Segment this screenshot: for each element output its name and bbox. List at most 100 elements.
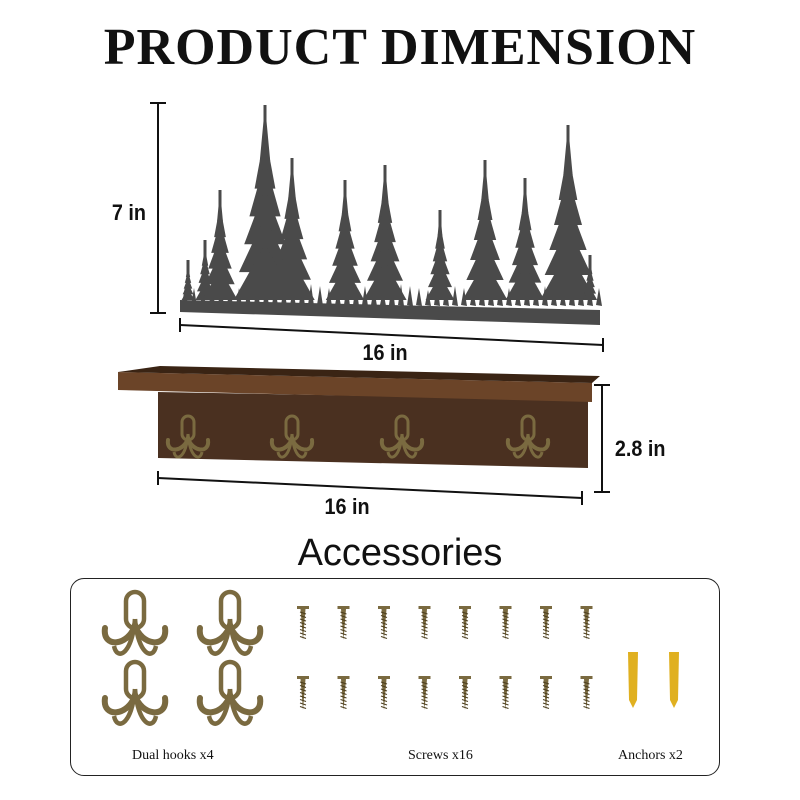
grass <box>389 282 395 306</box>
dual-hook-icon <box>101 589 169 656</box>
screw-icon <box>580 676 593 710</box>
screw-icon <box>540 606 552 640</box>
grass <box>578 284 584 306</box>
grass <box>236 288 242 306</box>
screw-icon <box>540 676 552 710</box>
grass <box>200 290 206 306</box>
grass <box>263 284 269 306</box>
screw-icon <box>378 676 390 710</box>
tree-silhouette <box>462 160 508 300</box>
grass <box>479 282 485 306</box>
tree-silhouette <box>325 180 365 300</box>
grass <box>596 288 602 306</box>
screw-icon <box>297 676 309 710</box>
grass <box>380 290 386 306</box>
grass <box>443 284 449 306</box>
screw-icon <box>378 606 390 640</box>
screws-caption: Screws x16 <box>408 748 473 763</box>
grass <box>533 284 539 306</box>
shelf-height-dimension-line <box>594 384 610 493</box>
grass <box>371 288 377 306</box>
grass <box>488 284 494 306</box>
grass <box>326 288 332 306</box>
screw-icon <box>580 606 593 640</box>
grass <box>353 284 359 306</box>
grass <box>407 286 413 306</box>
screw-icon <box>499 606 512 640</box>
grass <box>524 282 530 306</box>
grass <box>299 282 305 306</box>
metal-height-dimension-line <box>150 102 166 314</box>
shelf-hook-icon <box>379 414 425 459</box>
accessories-box <box>70 578 720 776</box>
grass <box>452 286 458 306</box>
grass <box>470 290 476 306</box>
shelf-hook-icon <box>505 414 551 459</box>
tree-silhouette <box>202 190 238 300</box>
screw-icon <box>418 606 431 640</box>
grass <box>398 284 404 306</box>
grass <box>209 282 215 306</box>
accessory-dual-hooks <box>101 589 264 726</box>
screw-icon <box>297 606 309 640</box>
dual-hook-icon <box>196 589 264 656</box>
tree-silhouette <box>540 125 596 300</box>
wall-anchor-icon <box>669 652 679 708</box>
shelf-width-dimension-line <box>157 471 583 505</box>
screw-icon <box>418 676 431 710</box>
forest-metal-art <box>180 105 602 325</box>
metal-base <box>180 300 600 325</box>
anchors-caption: Anchors x2 <box>618 748 683 763</box>
grass <box>362 286 368 306</box>
page-title: PRODUCT DIMENSION <box>103 19 697 76</box>
shelf-height-label: 2.8 in <box>614 436 666 461</box>
grass <box>551 288 557 306</box>
wall-anchor-icon <box>628 652 638 708</box>
grass <box>281 288 287 306</box>
grass <box>344 282 350 306</box>
dual-hook-icon <box>196 659 264 726</box>
shelf-width-label: 16 in <box>324 494 370 519</box>
grass <box>425 290 431 306</box>
grass <box>317 286 323 306</box>
grass <box>542 286 548 306</box>
grass <box>245 290 251 306</box>
tree-silhouette <box>363 165 407 300</box>
grass <box>461 288 467 306</box>
shelf-hook-icon <box>165 414 211 459</box>
screw-icon <box>337 676 350 710</box>
accessory-screws <box>297 606 593 710</box>
grass <box>497 286 503 306</box>
grass <box>182 286 188 306</box>
shelf-hook-icon <box>269 414 315 459</box>
metal-width-dimension-line <box>179 318 604 352</box>
grass <box>218 284 224 306</box>
grass <box>515 290 521 306</box>
grass <box>272 286 278 306</box>
accessory-anchors <box>628 652 679 708</box>
tree-silhouette <box>269 158 315 300</box>
grass <box>560 290 566 306</box>
grass <box>434 282 440 306</box>
tree-silhouette <box>425 210 455 300</box>
screw-icon <box>459 606 471 640</box>
grass <box>569 282 575 306</box>
screw-icon <box>499 676 512 710</box>
grass <box>587 286 593 306</box>
dual-hooks-caption: Dual hooks x4 <box>132 748 214 763</box>
screw-icon <box>459 676 471 710</box>
dual-hook-icon <box>101 659 169 726</box>
tree-silhouette <box>505 178 545 300</box>
grass <box>290 290 296 306</box>
grass <box>335 290 341 306</box>
grass <box>506 288 512 306</box>
wooden-shelf <box>118 366 600 468</box>
grass <box>308 284 314 306</box>
metal-width-label: 16 in <box>362 340 408 365</box>
tree-silhouette <box>181 260 195 300</box>
shelf-hooks <box>165 414 551 459</box>
accessories-title: Accessories <box>297 532 503 574</box>
grass <box>416 288 422 306</box>
grass <box>254 282 260 306</box>
